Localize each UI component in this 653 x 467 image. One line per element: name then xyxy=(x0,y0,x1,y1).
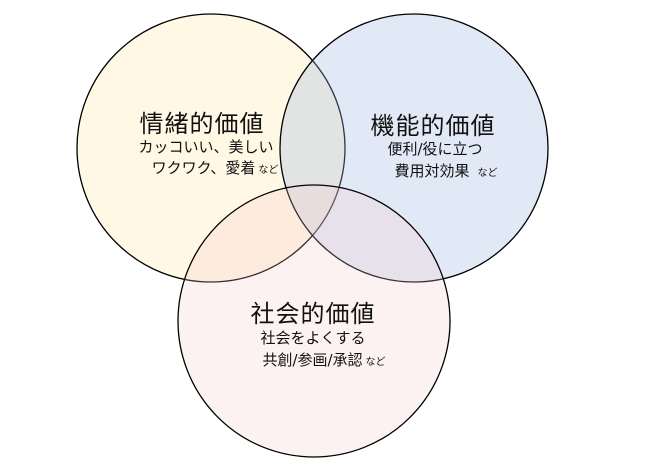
functional-value-circle xyxy=(279,13,549,283)
social-value-circle xyxy=(177,184,451,458)
functional-value-title: 機能的価値 xyxy=(370,112,496,140)
emotional-value-etc: など xyxy=(258,165,279,176)
functional-value-line1: 便利/役に立つ xyxy=(387,140,483,158)
functional-value-etc: など xyxy=(477,168,498,179)
emotional-value-title: 情緒的価値 xyxy=(139,110,265,138)
emotional-value-line2: ワクワク、愛着など xyxy=(152,157,279,178)
social-value-title: 社会的価値 xyxy=(250,300,376,328)
emotional-value-examples: ワクワク、愛着 xyxy=(151,159,256,177)
emotional-value-line1: カッコいい、美しい xyxy=(138,138,274,156)
emotional-value-circle xyxy=(76,13,346,283)
functional-value-examples: 費用対効果 xyxy=(394,162,470,180)
social-value-line1: 社会をよくする xyxy=(260,329,366,347)
social-value-etc: など xyxy=(365,357,386,368)
social-value-examples: 共創/参画/承認 xyxy=(262,351,363,369)
social-value-line2: 共創/参画/承認など xyxy=(262,349,385,370)
functional-value-line2: 費用対効果など xyxy=(394,160,497,181)
